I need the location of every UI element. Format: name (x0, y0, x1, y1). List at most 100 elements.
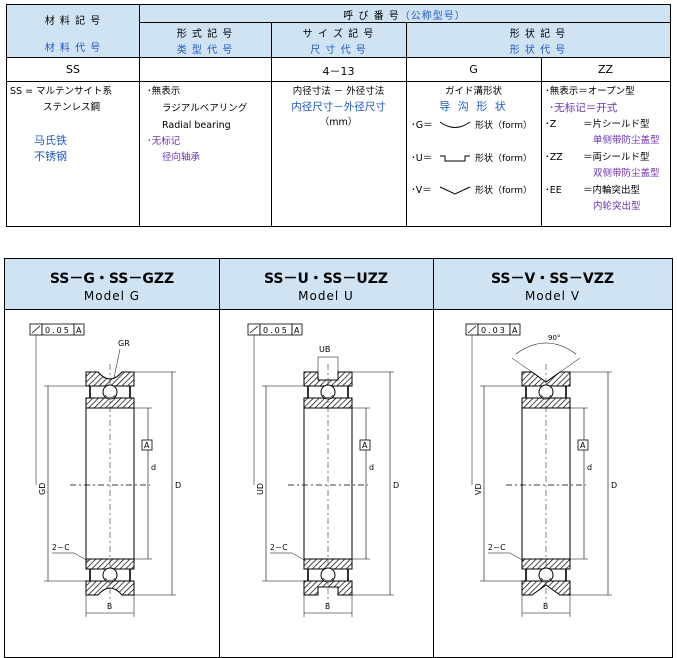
material-cn-2: 不锈钢 (34, 150, 67, 163)
model-u-subtitle: Model U (298, 289, 354, 303)
dim-label-D: D (175, 481, 181, 490)
type-cn-1: ･无标记 (147, 136, 181, 147)
ball-highlight (322, 394, 334, 398)
model-g-subtitle: Model G (83, 289, 141, 303)
seal-ee-label: ･EE (545, 185, 562, 196)
size-code-jp: サ イ ズ 記 号 (302, 29, 375, 40)
chamfer-label: 2－C (270, 543, 288, 552)
tol-datum: A (76, 326, 82, 335)
gr-leader (113, 348, 121, 379)
dim-label-d: d (369, 463, 374, 472)
datum-box (359, 439, 371, 451)
dim-label-groove: VD (474, 483, 483, 495)
size-code-cn: 尺 寸 代 号 (310, 45, 367, 56)
seal-ee-text: ＝内輪突出型 (583, 185, 641, 196)
datum-box-label: A (144, 441, 150, 450)
groove-g-icon (439, 121, 471, 128)
header-designation-bg (139, 5, 670, 57)
tol-datum: A (294, 326, 300, 335)
runout-arrow (467, 325, 477, 334)
seal-z-text: ＝片シールド型 (583, 119, 650, 130)
outer-ring-bottom (85, 580, 135, 596)
dim-label-B: B (325, 602, 330, 611)
datum-box (141, 439, 153, 451)
model-u-title: SS－U・SS－UZZ (263, 271, 389, 287)
chamfer-label: 2－C (488, 543, 506, 552)
ball-top (320, 384, 336, 400)
datum-box (577, 439, 589, 451)
designation-header: 呼 び 番 号（公称型号） (139, 7, 670, 22)
material-code-cn: 材 料 代 号 (44, 43, 102, 54)
groove-g-label: ･G＝ (411, 120, 433, 131)
ball-bottom (538, 567, 554, 583)
label-gr: GR (118, 339, 130, 348)
ball-highlight (322, 577, 334, 581)
type-desc-1: ･無表示 (147, 86, 181, 97)
outer-ring-top (85, 371, 135, 387)
type-cn-2: 径向轴承 (162, 152, 201, 163)
groove-cn-title: 导 沟 形 状 (439, 100, 508, 113)
type-desc-3: Radial bearing (162, 120, 231, 131)
groove-title: ガイド溝形状 (444, 86, 502, 97)
size-desc-1: 内径寸法 － 外径寸法 (292, 86, 385, 97)
seal-ee-cn: 内轮突出型 (593, 201, 641, 212)
groove-u-form: 形状（form） (475, 154, 532, 164)
chamfer-leader (509, 552, 525, 562)
type-code-cn: 类 型 代 号 (176, 45, 234, 56)
ball-bottom (320, 567, 336, 583)
groove-u-icon (440, 155, 470, 162)
dim-label-B: B (107, 602, 112, 611)
dim-label-D: D (393, 481, 399, 490)
type-code-jp: 形 式 記 号 (176, 29, 234, 40)
outer-ring-bottom (521, 580, 571, 596)
datum-box-label: A (580, 441, 586, 450)
shape-code-jp: 形 状 記 号 (509, 29, 567, 40)
dim-label-d: d (151, 463, 156, 472)
angle-leg (545, 357, 581, 383)
material-code-jp: 材 料 記 号 (44, 16, 102, 27)
dim-label-groove: UD (256, 483, 265, 495)
label-angle: 90° (548, 334, 560, 342)
ball-top (538, 384, 554, 400)
groove-v-label: ･V＝ (411, 185, 432, 196)
outer-ring-bottom (303, 580, 353, 596)
dim-label-B: B (543, 602, 548, 611)
ball-highlight (104, 577, 116, 581)
tol-value: 0.05 (263, 326, 289, 335)
model-drawings-panel: SS－G・SS－GZZ Model G SS－U・SS－UZZ Model U … (4, 258, 673, 658)
groove-u-label: ･U＝ (411, 153, 433, 164)
tol-datum: A (512, 326, 518, 335)
designation-note: （公称型号） (399, 11, 466, 22)
groove-g-form: 形状（form） (475, 121, 532, 131)
material-desc-2: ステンレス鋼 (43, 102, 101, 113)
ball-top (102, 384, 118, 400)
model-v-title: SS－V・SS－VZZ (490, 271, 615, 287)
value-size: 4－13 (322, 65, 355, 78)
model-v-subtitle: Model V (524, 289, 581, 303)
designation-jp: 呼 び 番 号 (343, 11, 400, 22)
tol-datum-box (73, 323, 85, 336)
material-desc-1: SS = マルテンサイト系 (10, 86, 113, 97)
ball-highlight (104, 394, 116, 398)
seal-z-label: ･Z (545, 119, 557, 130)
ball-highlight (540, 394, 552, 398)
value-shape-seal: ZZ (597, 63, 614, 76)
ball-highlight (540, 577, 552, 581)
tol-value: 0.03 (481, 326, 507, 335)
angle-arc (515, 342, 577, 355)
ball-bottom (102, 567, 118, 583)
tol-datum-box (291, 323, 303, 336)
tol-datum-box (509, 323, 521, 336)
seal-zz-text: ＝両シールド型 (583, 152, 650, 163)
runout-arrow (249, 325, 259, 334)
size-cn-1: 内径尺寸－外径尺寸 (291, 101, 386, 113)
chamfer-leader (73, 552, 89, 562)
outer-ring-top (303, 371, 353, 387)
dim-label-D: D (611, 481, 617, 490)
header-material-bg (7, 5, 139, 57)
groove-v-form: 形状（form） (475, 186, 532, 196)
seal-cn-1: ･无标记＝开式 (549, 102, 618, 114)
